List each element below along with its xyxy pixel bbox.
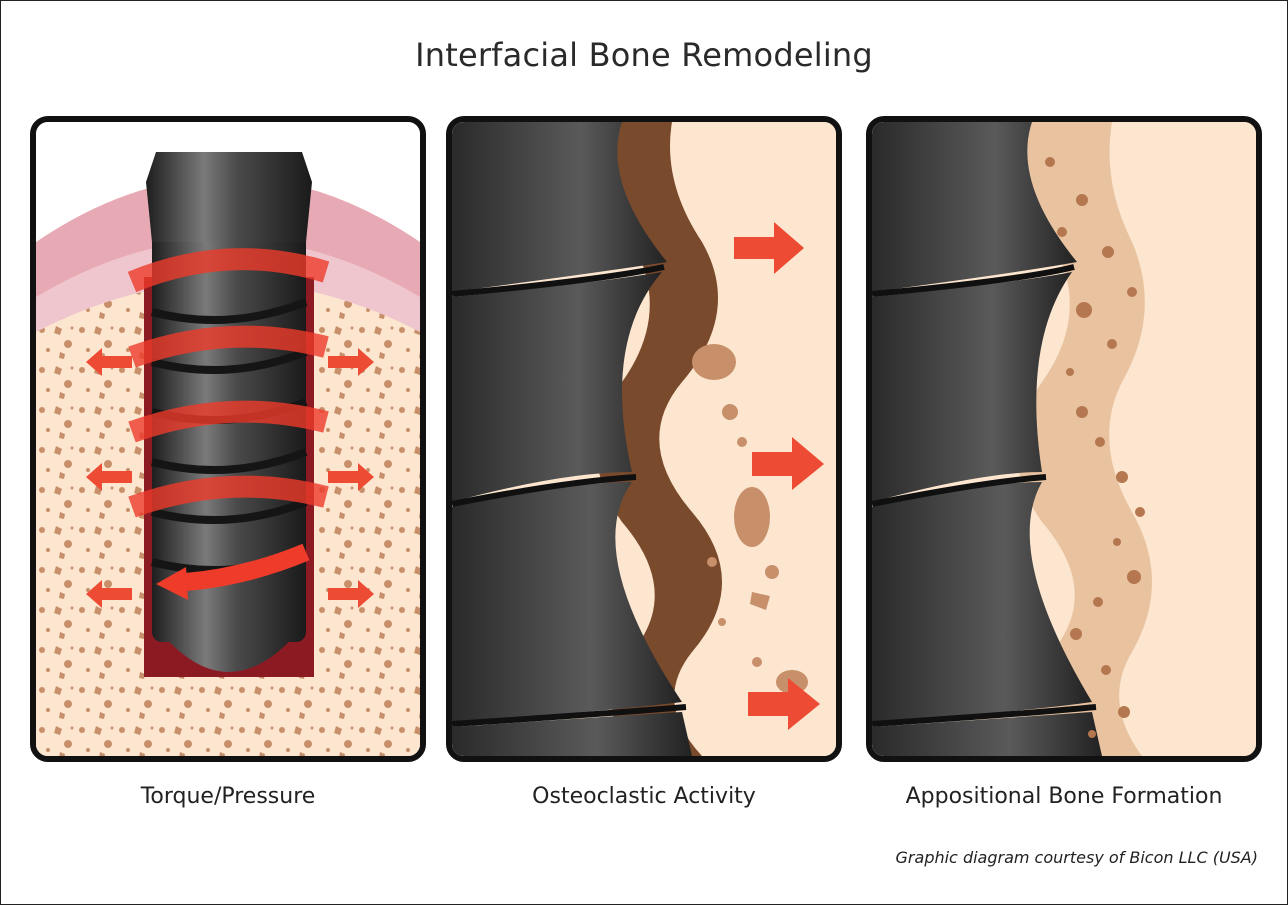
credit-note: Graphic diagram courtesy of Bicon LLC (U… (896, 848, 1258, 867)
caption-torque-pressure: Torque/Pressure (30, 784, 426, 809)
caption-osteoclastic-activity: Osteoclastic Activity (446, 784, 842, 809)
diagram-title: Interfacial Bone Remodeling (0, 36, 1288, 74)
osteoclastic-illustration (452, 122, 836, 756)
caption-appositional-bone-formation: Appositional Bone Formation (866, 784, 1262, 809)
panel-osteoclastic-activity (446, 116, 842, 762)
panel-appositional-bone-formation (866, 116, 1262, 762)
appositional-illustration (872, 122, 1256, 756)
implant-torque-illustration (36, 122, 420, 756)
panel-torque-pressure (30, 116, 426, 762)
